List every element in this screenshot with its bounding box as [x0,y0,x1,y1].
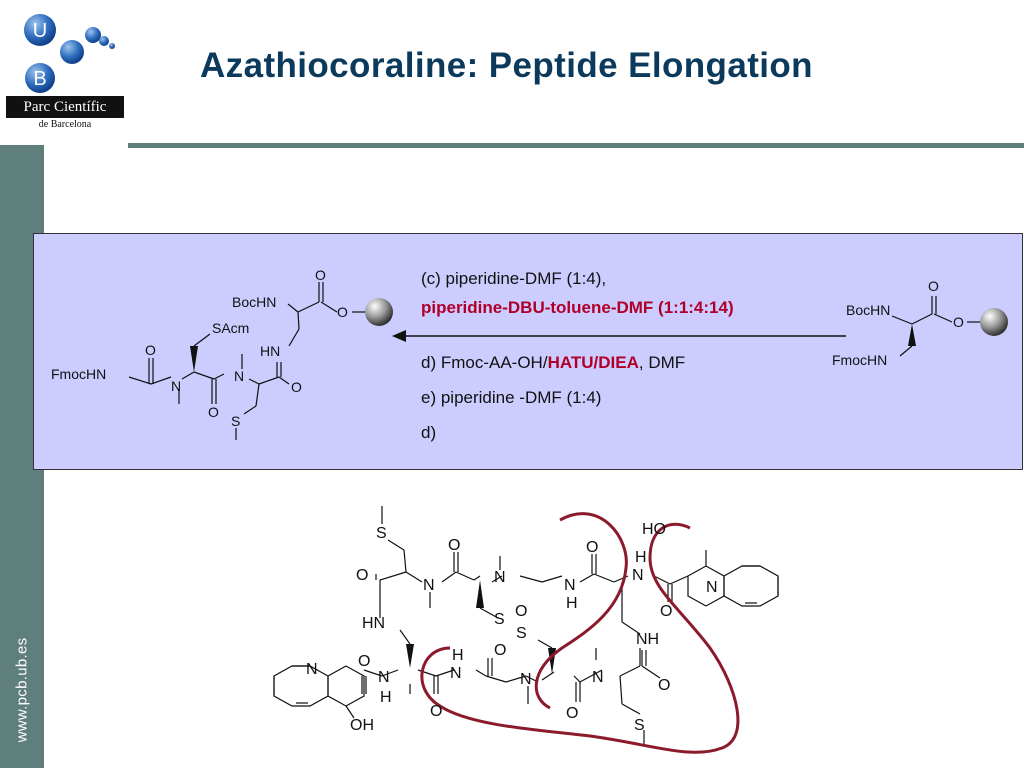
atom-o-10: O [358,653,370,670]
condition-d-slash: / [593,353,599,372]
atom-hn: HN [362,615,385,632]
atom-s-3: S [516,625,527,642]
logo-letter-u: U [33,20,47,42]
atom-n-1: N [423,577,435,594]
highlight-loop-left [420,522,740,754]
atom-o-2: O [448,537,460,554]
azathiocoraline-structure: S O O N N O N H O H N O HO N HN S S NH H… [273,506,779,754]
start-o-carbonyl: O [928,278,939,294]
start-fmochn: FmocHN [832,352,887,368]
atom-o-3: O [515,603,527,620]
atom-hn-2: N [450,665,462,682]
highlight-loop-right [534,512,628,710]
atom-h-3: H [452,647,464,664]
atom-n-2: N [494,569,506,586]
atom-o-1: O [356,567,368,584]
atom-o-4: O [586,539,598,556]
starting-material-structure [891,296,980,357]
atom-o-6: O [494,642,506,659]
atom-o-7: O [658,677,670,694]
scheme-structures: BocHN FmocHN O O [51,267,1008,440]
product-s: S [231,413,240,429]
condition-c-line2: piperidine-DBU-toluene-DMF (1:1:4:14) [421,298,734,317]
resin-bead-product [365,298,393,326]
product-structure [128,282,365,440]
resin-bead-start [980,308,1008,336]
atom-n-5: N [520,671,532,688]
atom-o-5: O [660,603,672,620]
atom-o-9: O [430,703,442,720]
condition-c-line1: (c) piperidine-DMF (1:4), [421,269,607,288]
atom-h-2: H [635,549,647,566]
product-o-2: O [208,404,219,420]
atom-n-quinoline-right: N [706,579,718,596]
product-o-5: O [337,304,348,320]
condition-e: e) piperidine -DMF (1:4) [421,388,602,407]
header-rule [128,143,1024,148]
start-o-ester: O [953,314,964,330]
atom-n-4: N [632,567,644,584]
product-bochn: BocHN [232,294,276,310]
reaction-scheme: (c) piperidine-DMF (1:4), piperidine-DBU… [33,233,1023,470]
atom-o-8: O [566,705,578,722]
condition-d-diea: DIEA [598,353,639,372]
product-o-1: O [145,342,156,358]
condition-d-pre: d) Fmoc-AA-OH/ [421,353,548,372]
macrocycle-atom-labels: S O O N N O N H O H N O HO N HN S S NH H… [306,521,718,734]
atom-n-quinoline-left: N [306,661,318,678]
atom-n-7: N [378,669,390,686]
atom-s-1: S [376,525,387,542]
condition-d-post: , DMF [638,353,686,372]
atom-s-2: S [494,611,505,628]
logo-letter-b: B [33,68,46,90]
logo-text: Parc Científic [6,96,124,118]
condition-d-hatu: HATU [547,353,594,372]
product-n-methyl-1: N [171,378,181,394]
atom-ho: HO [642,521,666,538]
product-sacm: SAcm [212,320,249,336]
pcb-logo: U B Parc Científic de Barcelona [0,0,128,140]
product-n-methyl-2: N [234,368,244,384]
atom-s-4: S [634,717,645,734]
logo-bubbles: U B [24,14,115,93]
start-bochn: BocHN [846,302,890,318]
product-o-4: O [315,267,326,283]
reaction-arrow [392,330,846,342]
page-title: Azathiocoraline: Peptide Elongation [200,46,813,85]
condition-d-repeat: d) [421,423,437,442]
atom-n-3: N [564,577,576,594]
atom-n-6: N [592,669,604,686]
logo-subtext: de Barcelona [38,119,92,130]
condition-d: d) Fmoc-AA-OH/HATU/DIEA, DMF [421,353,685,373]
product-fmochn: FmocHN [51,366,106,382]
atom-h-4: H [380,689,392,706]
product-o-3: O [291,379,302,395]
atom-nh: NH [636,631,659,648]
product-hn: HN [260,343,280,359]
sidebar-url: www.pcb.ub.es [13,637,31,743]
atom-oh: OH [350,717,374,734]
atom-h-1: H [566,595,578,612]
